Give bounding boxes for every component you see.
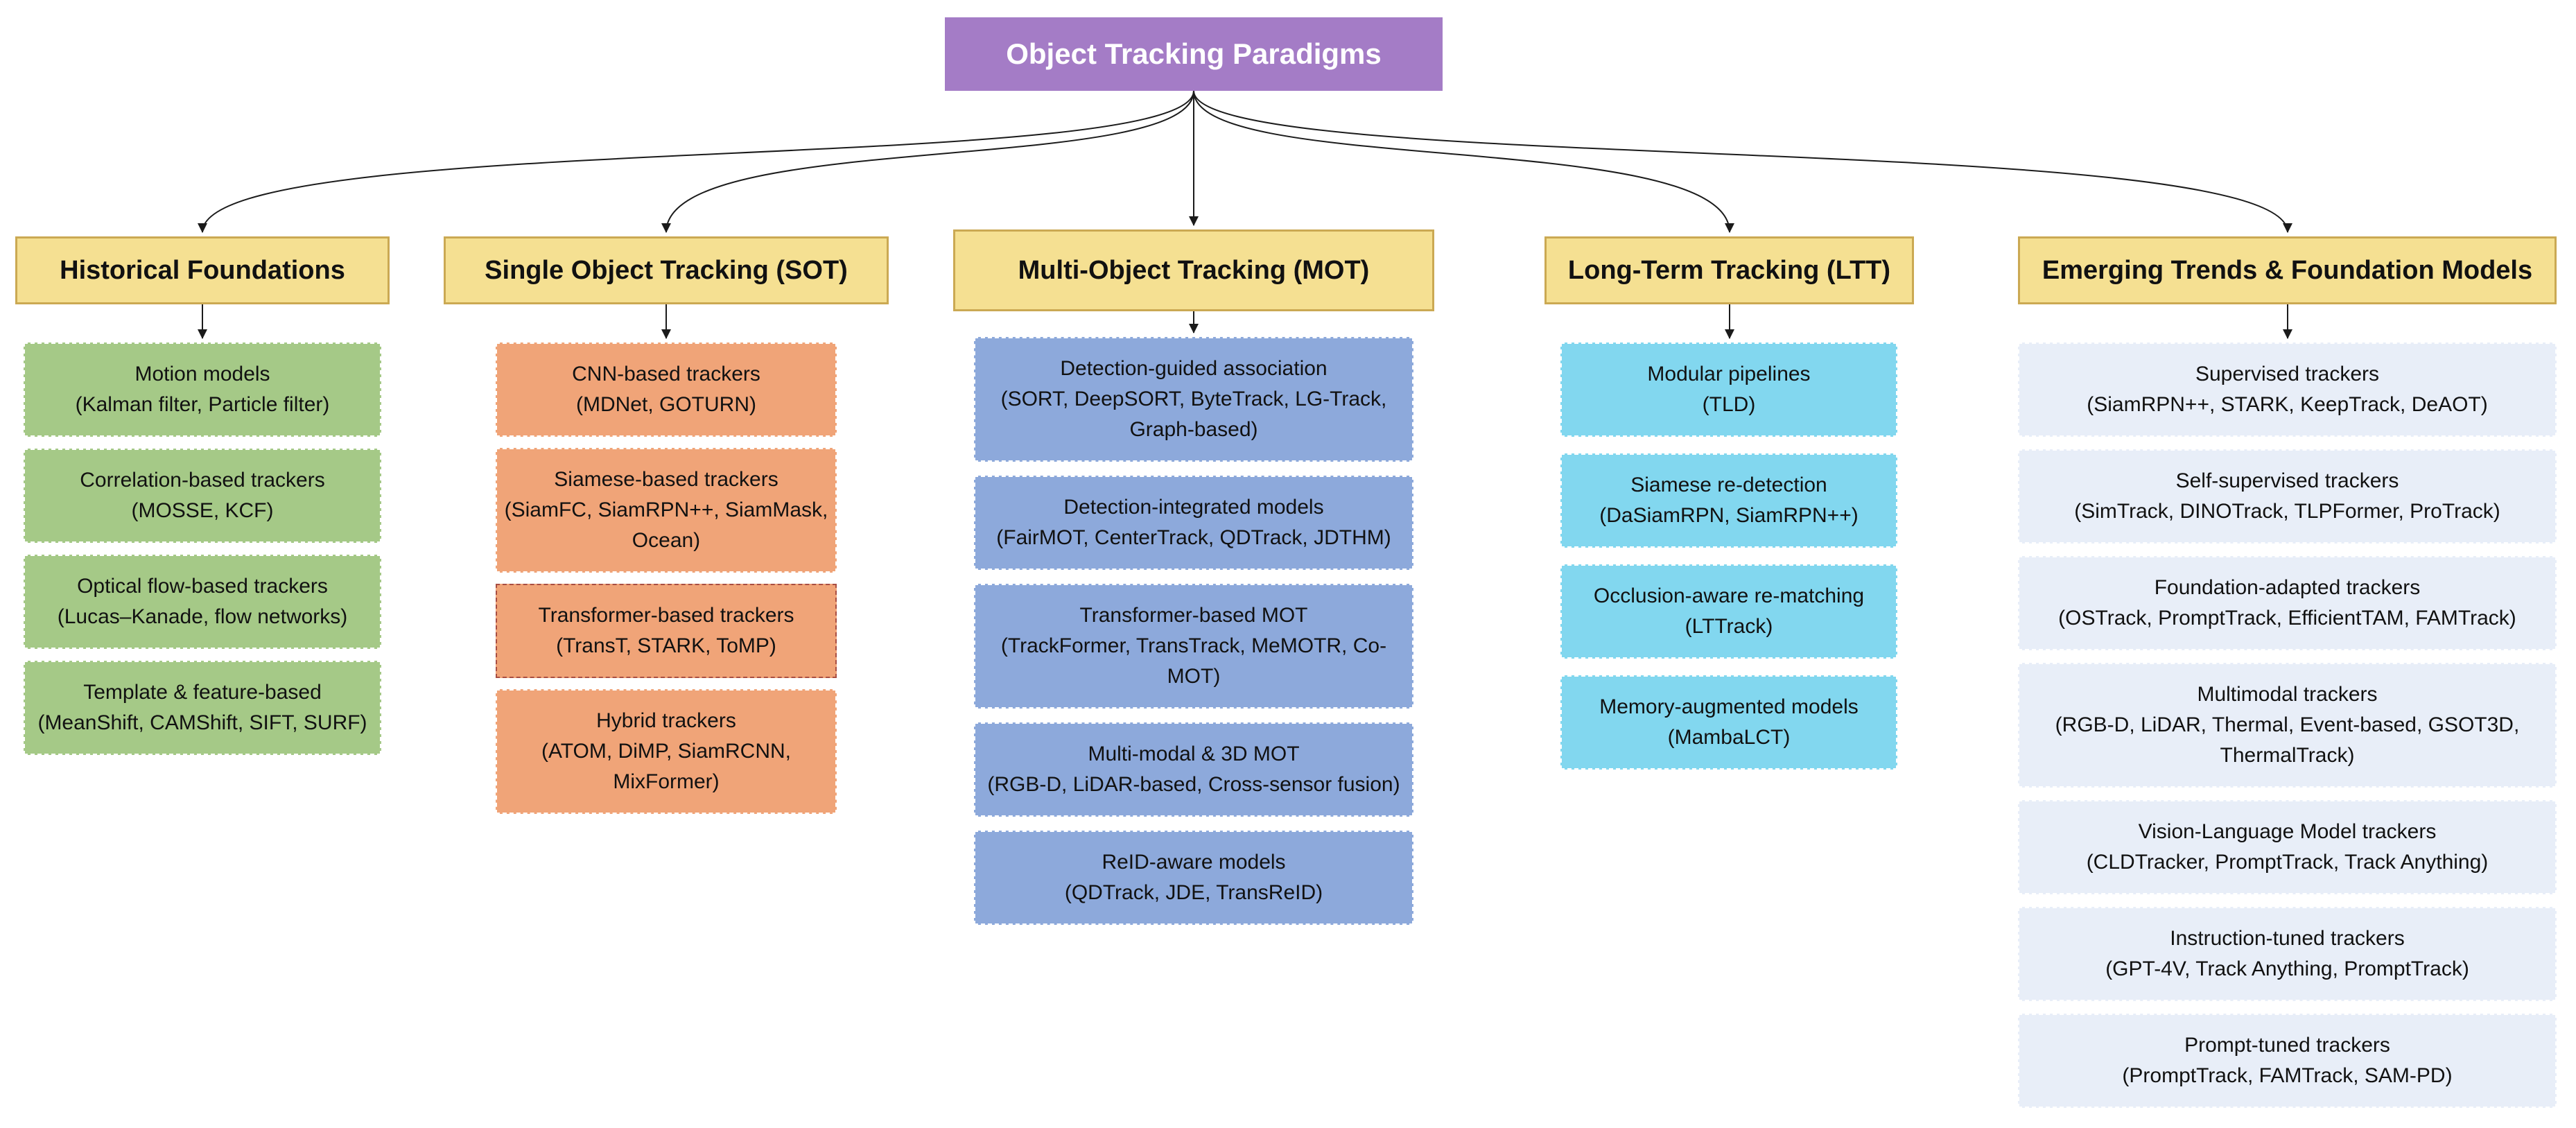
column-emerging-trends: Supervised trackers (SiamRPN++, STARK, Ke…	[2018, 342, 2557, 1108]
box-detail: (Kalman filter, Particle filter)	[75, 393, 330, 416]
column-mot: Detection-guided association (SORT, DeepS…	[974, 337, 1413, 925]
box-detail: (SimTrack, DINOTrack, TLPFormer, ProTrac…	[2074, 500, 2500, 523]
box-title: Instruction-tuned trackers	[2170, 927, 2405, 950]
box-detail: (FairMOT, CenterTrack, QDTrack, JDTHM)	[996, 526, 1391, 549]
tracker-box: Detection-integrated models (FairMOT, Cen…	[974, 476, 1413, 570]
box-detail: (MDNet, GOTURN)	[576, 393, 756, 416]
category-header-label: Historical Foundations	[60, 255, 345, 285]
box-detail: (QDTrack, JDE, TransReID)	[1064, 881, 1323, 904]
tracker-box: Memory-augmented models (MambaLCT)	[1560, 675, 1897, 770]
tracker-box: Transformer-based trackers (TransT, STARK…	[496, 584, 837, 678]
box-title: Supervised trackers	[2195, 363, 2380, 385]
box-title: Self-supervised trackers	[2175, 469, 2399, 492]
box-detail: (SiamFC, SiamRPN++, SiamMask, Ocean)	[504, 498, 828, 552]
category-header-label: Single Object Tracking (SOT)	[485, 255, 848, 285]
tracker-box: Siamese re-detection (DaSiamRPN, SiamRPN+…	[1560, 453, 1897, 548]
box-title: Hybrid trackers	[596, 709, 736, 732]
box-detail: (MambaLCT)	[1667, 726, 1791, 749]
box-title: ReID-aware models	[1102, 851, 1286, 874]
box-detail: (RGB-D, LiDAR-based, Cross-sensor fusion…	[987, 773, 1400, 796]
column-sot: CNN-based trackers (MDNet, GOTURN) Siamese…	[496, 342, 837, 814]
tracker-box: CNN-based trackers (MDNet, GOTURN)	[496, 342, 837, 437]
tracker-box: Prompt-tuned trackers (PromptTrack, FAMTr…	[2018, 1014, 2557, 1108]
box-detail: (CLDTracker, PromptTrack, Track Anything…	[2086, 851, 2489, 874]
box-title: Correlation-based trackers	[80, 469, 325, 492]
category-header-label: Emerging Trends & Foundation Models	[2042, 255, 2533, 285]
box-detail: (TransT, STARK, ToMP)	[556, 634, 776, 657]
category-header-mot: Multi-Object Tracking (MOT)	[953, 229, 1434, 311]
root-node-label: Object Tracking Paradigms	[1006, 37, 1382, 70]
tracker-box: Motion models (Kalman filter, Particle fi…	[24, 342, 381, 437]
box-title: Foundation-adapted trackers	[2154, 576, 2421, 599]
tracker-box: Foundation-adapted trackers (OSTrack, Pro…	[2018, 556, 2557, 650]
box-title: Detection-guided association	[1060, 357, 1328, 380]
tracker-box: Optical flow-based trackers (Lucas–Kanade…	[24, 555, 381, 649]
box-detail: (PromptTrack, FAMTrack, SAM-PD)	[2122, 1064, 2453, 1087]
box-title: Motion models	[134, 363, 270, 385]
category-header-sot: Single Object Tracking (SOT)	[444, 236, 889, 304]
box-title: Modular pipelines	[1647, 363, 1811, 385]
root-node: Object Tracking Paradigms	[945, 17, 1443, 91]
box-detail: (MeanShift, CAMShift, SIFT, SURF)	[37, 711, 367, 734]
box-detail: (LTTrack)	[1685, 615, 1773, 638]
category-header-ltt: Long-Term Tracking (LTT)	[1544, 236, 1914, 304]
tracker-box: Supervised trackers (SiamRPN++, STARK, Ke…	[2018, 342, 2557, 437]
tracker-box: ReID-aware models (QDTrack, JDE, TransReI…	[974, 831, 1413, 925]
tracker-box: Template & feature-based (MeanShift, CAMS…	[24, 661, 381, 755]
tracker-box: Vision-Language Model trackers (CLDTracke…	[2018, 800, 2557, 894]
tracker-box: Multimodal trackers (RGB-D, LiDAR, Therma…	[2018, 663, 2557, 788]
column-ltt: Modular pipelines (TLD) Siamese re-detecti…	[1560, 342, 1897, 770]
box-title: Vision-Language Model trackers	[2138, 820, 2437, 843]
category-header-historical-foundations: Historical Foundations	[15, 236, 390, 304]
box-title: Template & feature-based	[83, 681, 322, 704]
tracker-box: Detection-guided association (SORT, DeepS…	[974, 337, 1413, 462]
category-header-emerging-trends: Emerging Trends & Foundation Models	[2018, 236, 2557, 304]
box-detail: (TLD)	[1702, 393, 1756, 416]
box-title: Detection-integrated models	[1063, 496, 1324, 519]
box-title: Occlusion-aware re-matching	[1593, 584, 1865, 607]
box-title: Transformer-based MOT	[1079, 604, 1308, 627]
box-detail: (MOSSE, KCF)	[131, 499, 274, 522]
tracker-box: Hybrid trackers (ATOM, DiMP, SiamRCNN, Mi…	[496, 689, 837, 814]
box-title: Transformer-based trackers	[538, 604, 794, 627]
box-title: Optical flow-based trackers	[77, 575, 328, 598]
category-header-label: Multi-Object Tracking (MOT)	[1018, 255, 1370, 285]
box-detail: (GPT-4V, Track Anything, PromptTrack)	[2105, 957, 2469, 980]
column-historical-foundations: Motion models (Kalman filter, Particle fi…	[24, 342, 381, 755]
box-detail: (DaSiamRPN, SiamRPN++)	[1599, 504, 1859, 527]
box-detail: (ATOM, DiMP, SiamRCNN, MixFormer)	[541, 740, 792, 793]
box-detail: (RGB-D, LiDAR, Thermal, Event-based, GSO…	[2055, 713, 2520, 767]
tracker-box: Siamese-based trackers (SiamFC, SiamRPN++…	[496, 448, 837, 573]
box-detail: (TrackFormer, TransTrack, MeMOTR, Co-MOT…	[1000, 634, 1387, 688]
tracker-box: Modular pipelines (TLD)	[1560, 342, 1897, 437]
tracker-box: Correlation-based trackers (MOSSE, KCF)	[24, 449, 381, 543]
box-title: Multimodal trackers	[2197, 683, 2378, 706]
tracker-box: Self-supervised trackers (SimTrack, DINOT…	[2018, 449, 2557, 544]
tracker-box: Occlusion-aware re-matching (LTTrack)	[1560, 564, 1897, 659]
box-detail: (SORT, DeepSORT, ByteTrack, LG-Track, Gr…	[1000, 388, 1387, 441]
tracker-box: Multi-modal & 3D MOT (RGB-D, LiDAR-based,…	[974, 722, 1413, 817]
box-detail: (OSTrack, PromptTrack, EfficientTAM, FAM…	[2058, 607, 2516, 630]
box-title: Siamese-based trackers	[554, 468, 778, 491]
tracker-box: Instruction-tuned trackers (GPT-4V, Track…	[2018, 907, 2557, 1001]
box-title: Prompt-tuned trackers	[2184, 1034, 2390, 1057]
tracker-box: Transformer-based MOT (TrackFormer, Trans…	[974, 584, 1413, 709]
box-title: Multi-modal & 3D MOT	[1088, 743, 1300, 765]
box-detail: (SiamRPN++, STARK, KeepTrack, DeAOT)	[2087, 393, 2488, 416]
box-title: Memory-augmented models	[1599, 695, 1859, 718]
box-title: Siamese re-detection	[1630, 474, 1827, 496]
box-detail: (Lucas–Kanade, flow networks)	[57, 605, 348, 628]
box-title: CNN-based trackers	[572, 363, 760, 385]
category-header-label: Long-Term Tracking (LTT)	[1567, 255, 1891, 285]
